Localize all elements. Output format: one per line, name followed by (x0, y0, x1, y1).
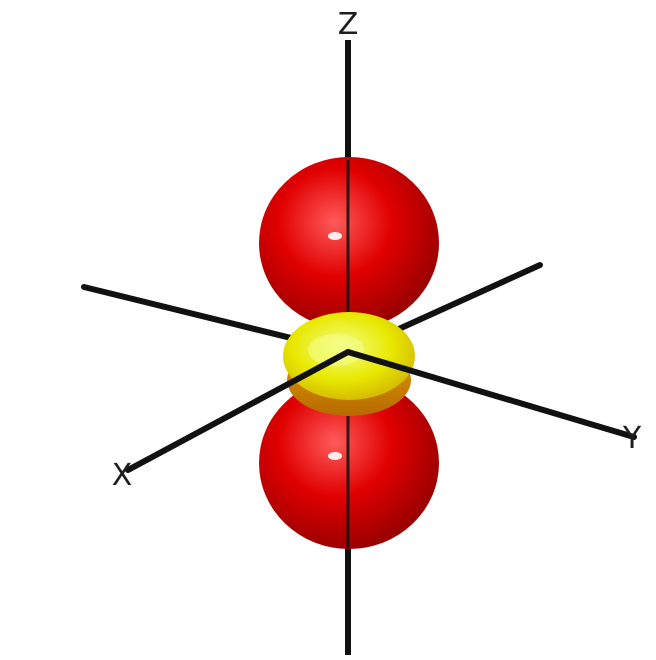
upper-lobe (259, 157, 439, 329)
z-axis-label: Z (338, 7, 359, 42)
y-axis-label: Y (622, 421, 642, 456)
x-axis-label: X (112, 458, 133, 493)
